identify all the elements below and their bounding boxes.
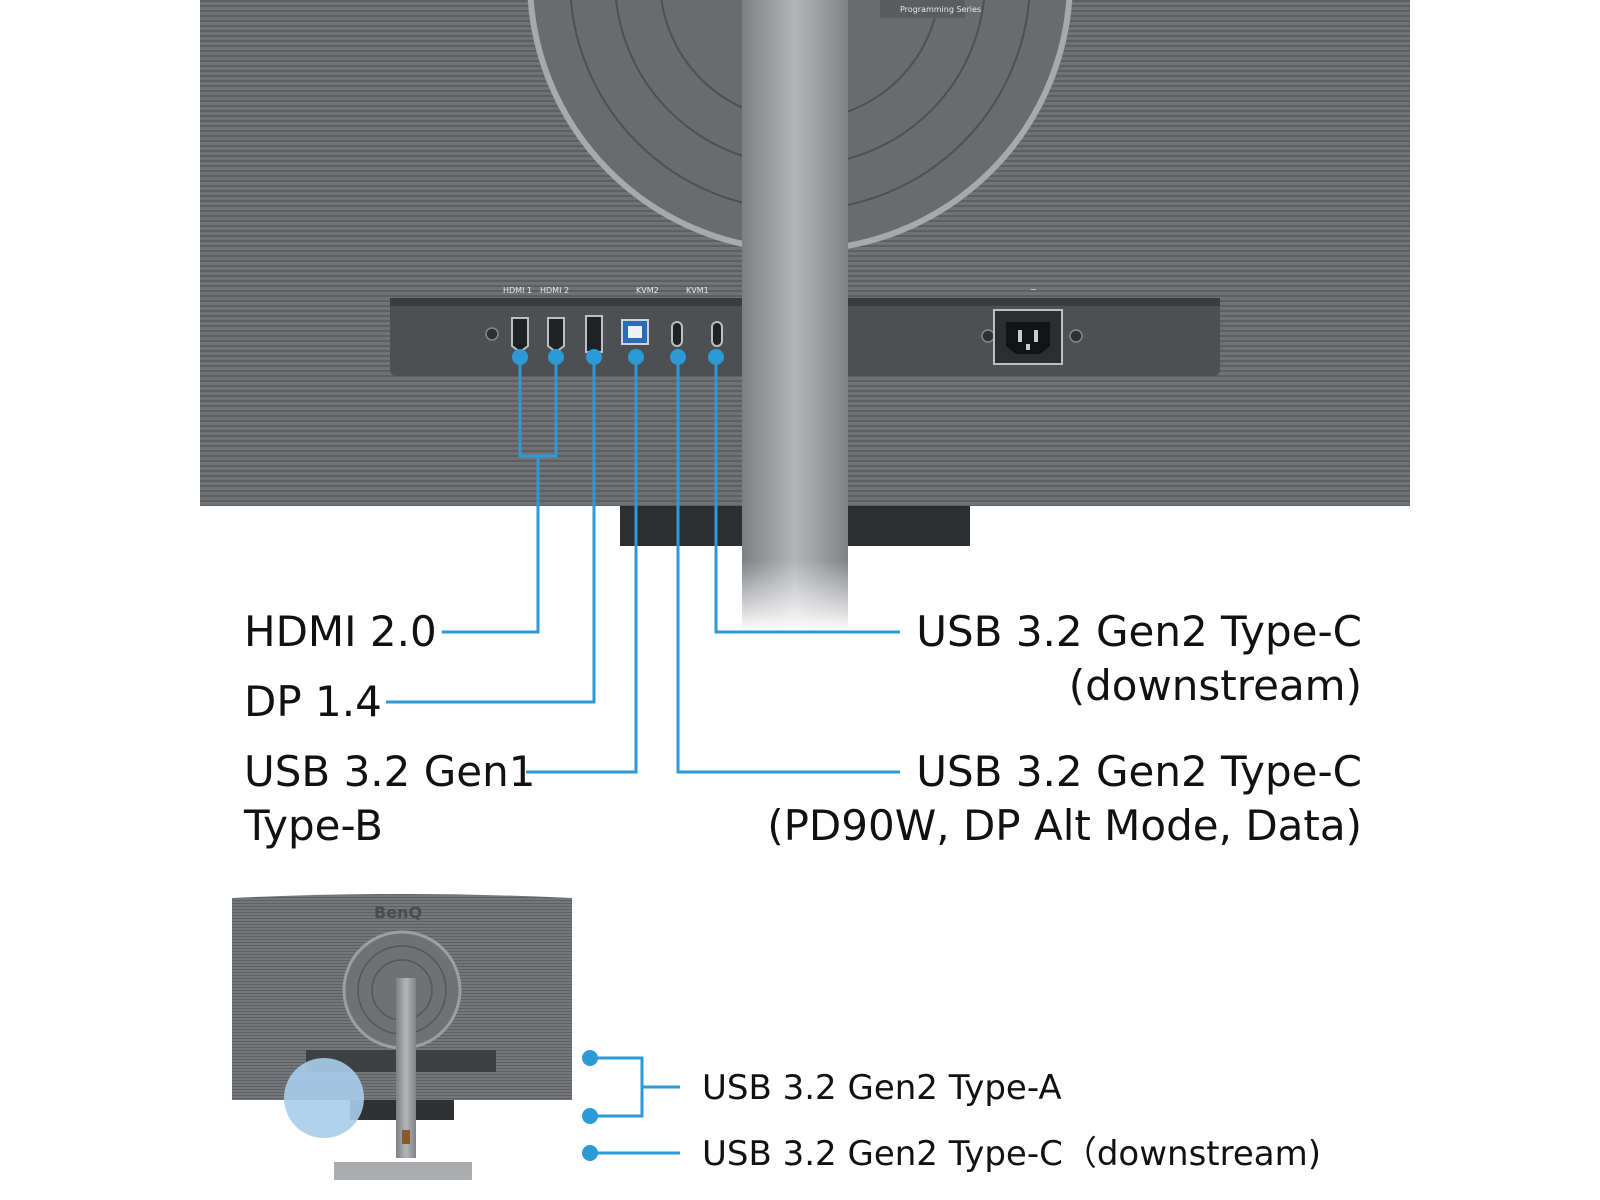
- usbc-pd-label-line2: (PD90W, DP Alt Mode, Data): [767, 801, 1362, 850]
- side-usba-label: USB 3.2 Gen2 Type-A: [702, 1068, 1062, 1108]
- kvm1-icon-label: KVM1: [686, 286, 709, 295]
- power-icon-label: ~: [1030, 285, 1037, 294]
- hdmi2-icon-label: HDMI 2: [540, 286, 569, 295]
- side-ports-highlight: [284, 1058, 364, 1138]
- hdmi-label: HDMI 2.0: [244, 607, 437, 656]
- usb-c-pd-port-icon: [711, 321, 723, 347]
- side-usba-dot-2: [582, 1108, 598, 1124]
- screw-icon: [485, 327, 499, 341]
- usbc-pd-label-line1: USB 3.2 Gen2 Type-C: [916, 747, 1362, 796]
- usbc-down-label-line1: USB 3.2 Gen2 Type-C: [916, 607, 1362, 656]
- usb-b-label-line1: USB 3.2 Gen1: [244, 747, 536, 796]
- usbc-pd-callout-line: [676, 357, 900, 774]
- screw-icon: [1069, 329, 1083, 343]
- displayport-icon: [585, 315, 603, 353]
- usbc-down-callout-line: [714, 357, 900, 634]
- hdmi1-icon-label: HDMI 1: [503, 286, 532, 295]
- usbc-down-label-line2: (downstream): [1068, 661, 1362, 710]
- usb-c-downstream-port-icon: [671, 321, 683, 347]
- dp-callout-line: [386, 357, 596, 704]
- usb-b-port-icon: [621, 319, 649, 345]
- side-usba-dot-1: [582, 1050, 598, 1066]
- side-callout-lines: [590, 1056, 680, 1155]
- callout-dots: [512, 349, 724, 365]
- hdmi2-port-icon: [547, 317, 565, 354]
- hdmi1-port-icon: [511, 317, 529, 354]
- hdmi1-dot: [512, 349, 528, 365]
- dp-dot: [586, 349, 602, 365]
- screw-icon: [981, 329, 995, 343]
- series-badge: Programming Series: [900, 5, 981, 14]
- power-socket-icon: [993, 309, 1063, 365]
- side-usbc-label: USB 3.2 Gen2 Type-C（downstream): [702, 1134, 1321, 1174]
- hdmi2-dot: [548, 349, 564, 365]
- usb-b-callout-line: [526, 357, 638, 774]
- usbc-pd-dot: [670, 349, 686, 365]
- usb-b-dot: [628, 349, 644, 365]
- kvm2-icon-label: KVM2: [636, 286, 659, 295]
- usbc-down-dot: [708, 349, 724, 365]
- usb-b-label-line2: Type-B: [244, 801, 383, 850]
- side-usbc-dot: [582, 1145, 598, 1161]
- monitor-back-small: BenQ: [232, 894, 572, 1180]
- callout-lines: [386, 357, 900, 774]
- dp-label: DP 1.4: [244, 677, 382, 726]
- brand-logo: BenQ: [374, 903, 422, 922]
- monitor-stand: [742, 0, 848, 632]
- hdmi-callout-leader: [442, 456, 540, 634]
